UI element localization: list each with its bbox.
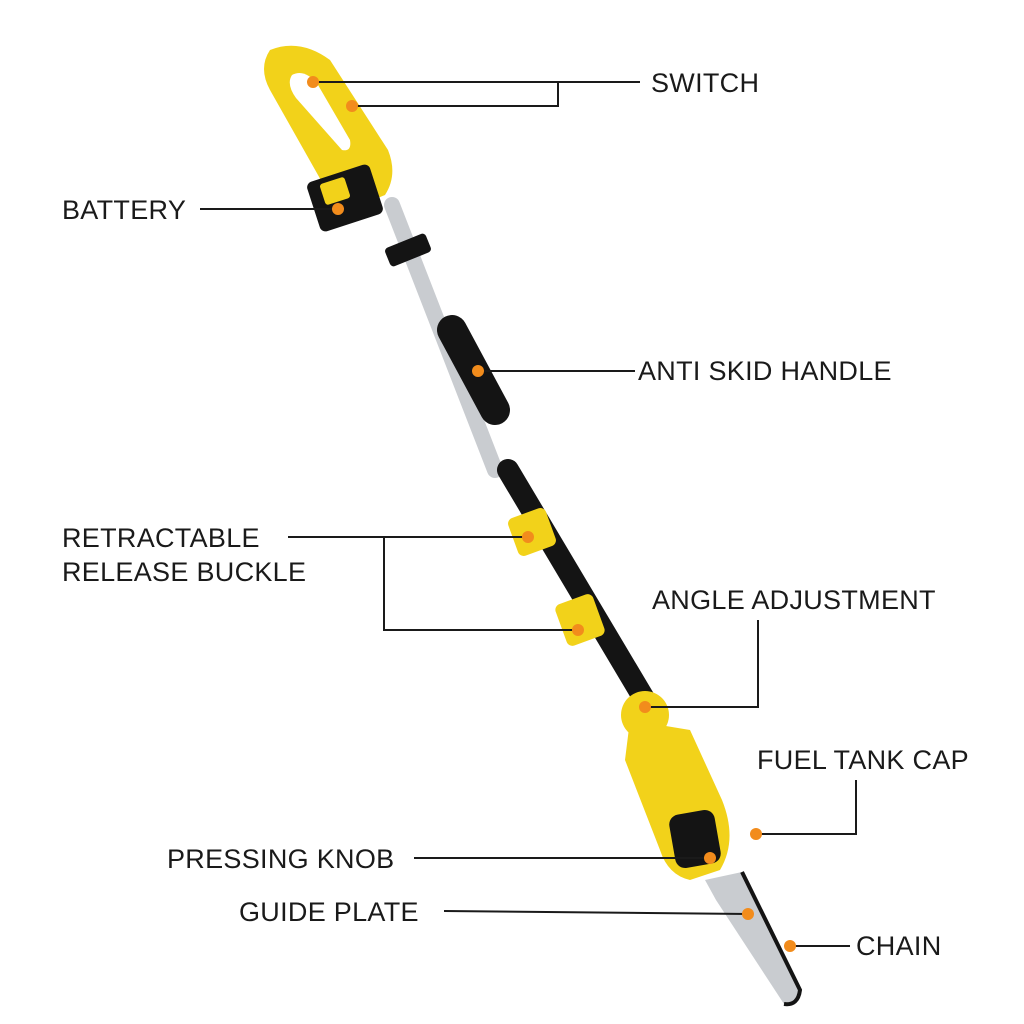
guide-bar <box>705 872 800 1005</box>
dot-retractable-lower <box>572 624 584 636</box>
leader-switch <box>313 81 559 107</box>
pole-saw-tool <box>264 45 803 1007</box>
dot-battery <box>332 203 344 215</box>
dot-retractable-upper <box>522 531 534 543</box>
dot-chain <box>784 940 796 952</box>
label-pressing-knob: PRESSING KNOB <box>167 844 395 874</box>
label-switch: SWITCH <box>651 68 760 98</box>
label-retractable-line1: RETRACTABLE <box>62 523 260 553</box>
leader-guide-plate <box>443 910 749 915</box>
dot-switch-upper <box>307 76 319 88</box>
dot-angle <box>639 701 651 713</box>
dot-guide-plate <box>742 908 754 920</box>
leader-retractable <box>288 536 578 631</box>
leader-lines <box>200 81 857 947</box>
top-handle-opening <box>289 72 351 151</box>
pole-clamp <box>385 233 431 267</box>
release-buckle-upper <box>508 508 556 556</box>
dot-pressing-knob <box>704 852 716 864</box>
label-retractable-release-buckle: RETRACTABLE RELEASE BUCKLE <box>62 521 306 589</box>
leader-fuel-cap <box>756 780 857 835</box>
label-chain: CHAIN <box>856 931 942 961</box>
leader-angle <box>645 620 759 708</box>
release-buckle-lower <box>555 594 605 646</box>
label-anti-skid-handle: ANTI SKID HANDLE <box>638 356 892 386</box>
label-angle-adjustment: ANGLE ADJUSTMENT <box>652 585 936 615</box>
callout-dots <box>307 76 796 952</box>
label-battery: BATTERY <box>62 195 187 225</box>
label-guide-plate: GUIDE PLATE <box>239 897 419 927</box>
label-retractable-line2: RELEASE BUCKLE <box>62 557 307 587</box>
label-fuel-tank-cap: FUEL TANK CAP <box>757 745 969 775</box>
dot-fuel-cap <box>750 828 762 840</box>
dot-anti-skid <box>472 365 484 377</box>
lower-pole <box>497 459 663 723</box>
dot-switch-lower <box>346 100 358 112</box>
chain-edge <box>740 871 803 1007</box>
battery-accent <box>320 177 350 205</box>
